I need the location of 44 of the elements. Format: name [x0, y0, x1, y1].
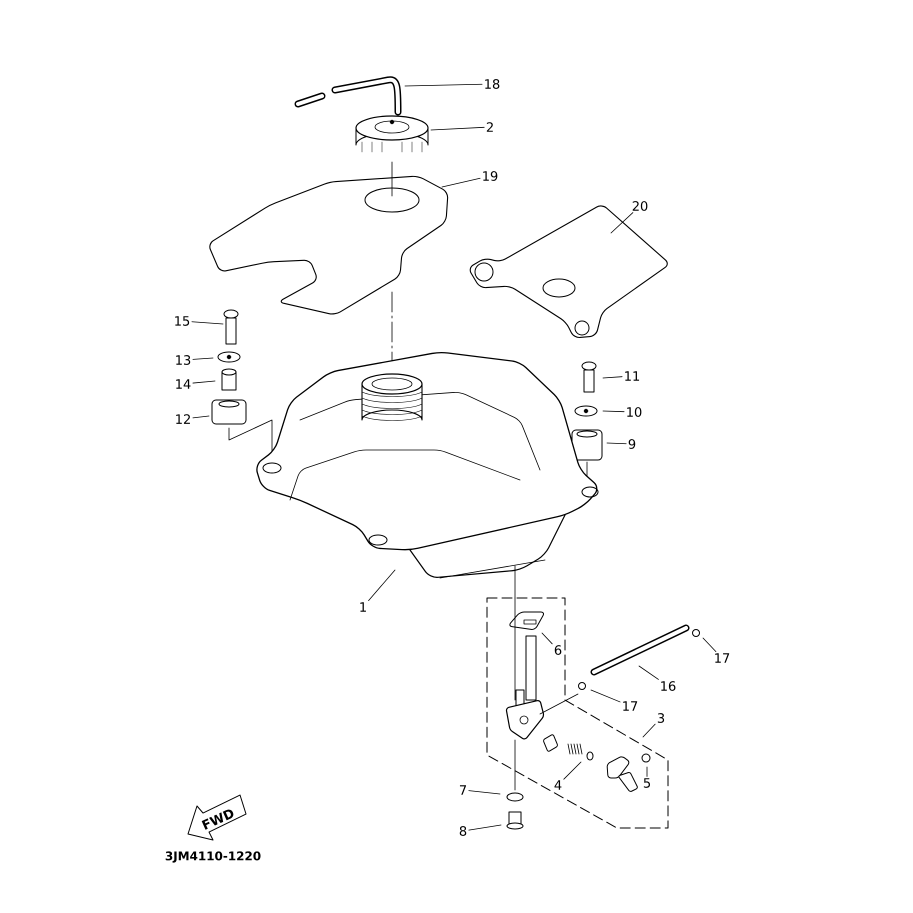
leader-line [192, 416, 210, 418]
leader-line [610, 212, 634, 234]
callout-number: 19 [483, 171, 498, 181]
callout-number: 2 [486, 122, 493, 132]
drawing-number: 3JM4110-1220 [166, 851, 261, 863]
leader-line [192, 380, 216, 384]
callout-number: 10 [627, 407, 642, 417]
leader-line [468, 790, 500, 794]
leader-line [468, 824, 502, 830]
leader-line [404, 84, 482, 86]
callout-number: 17 [715, 653, 730, 663]
leader-line [192, 358, 214, 360]
callout-number: 9 [628, 439, 636, 449]
callout-number: 12 [176, 414, 190, 424]
callout-number: 4 [554, 780, 562, 790]
leader-line [368, 570, 396, 601]
direction-label: FWD [202, 810, 234, 830]
leader-line [590, 690, 620, 702]
leader-line [646, 766, 648, 777]
leader-line [602, 376, 622, 378]
leader-line [602, 410, 624, 412]
callout-number: 20 [632, 201, 648, 211]
callout-number: 1 [360, 602, 366, 612]
leader-line [430, 126, 485, 130]
callout-number: 16 [661, 681, 676, 691]
leader-line [563, 762, 582, 780]
leader-line [606, 442, 627, 444]
callout-number: 7 [460, 785, 466, 795]
callout-number: 3 [658, 713, 664, 723]
callout-number: 5 [644, 778, 650, 788]
callout-number: 14 [176, 379, 191, 389]
leader-line [702, 638, 716, 652]
leader-line [542, 632, 553, 644]
callout-number: 17 [623, 701, 638, 711]
leader-line [642, 724, 656, 738]
callout-number: 8 [460, 826, 466, 836]
leader-line [192, 321, 224, 324]
callout-number: 18 [485, 79, 500, 89]
callout-number: 13 [176, 355, 190, 365]
callout-number: 11 [625, 371, 640, 381]
callout-number: 15 [175, 316, 190, 326]
leader-line [638, 666, 659, 680]
leader-line [442, 178, 480, 188]
callout-number: 6 [554, 645, 562, 655]
